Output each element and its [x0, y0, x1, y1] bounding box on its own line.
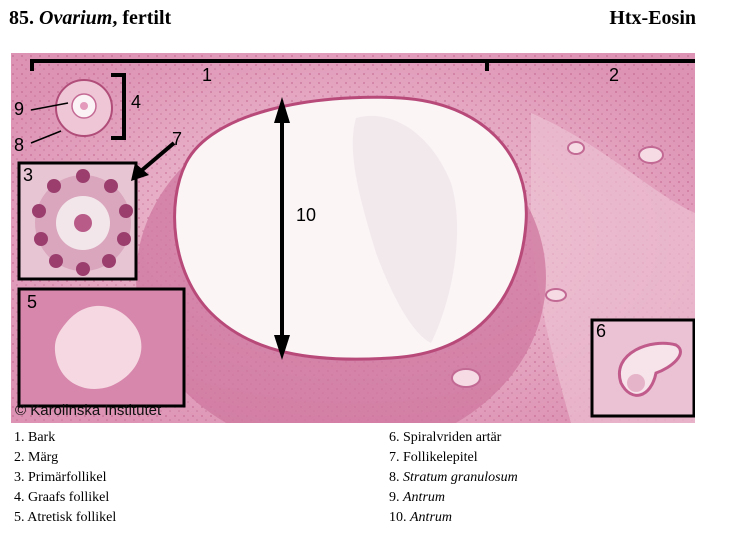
micrograph: 1 2 4 9 8 3 7 5	[11, 53, 695, 423]
arrow-10-head-top	[274, 97, 290, 123]
copyright: © Karolinska Institutet	[15, 402, 162, 419]
marker-3: 3	[23, 165, 33, 185]
legend-item: 4. Graafs follikel	[14, 490, 110, 505]
arrow-8	[30, 130, 62, 144]
oocyte-nucleus	[74, 214, 92, 232]
bracket-4	[111, 73, 126, 140]
marker-10: 10	[296, 205, 316, 225]
legend-right: 6. Spiralvriden artär 7. Follikelepitel …	[389, 428, 518, 528]
marker-9: 9	[14, 99, 24, 119]
oocyte-small	[80, 102, 88, 110]
page-title: 85. Ovarium, fertilt	[9, 7, 171, 30]
legend-item: 6. Spiralvriden artär	[389, 430, 502, 445]
marker-1: 1	[202, 65, 212, 85]
vessel	[638, 146, 664, 164]
marker-6: 6	[596, 321, 606, 341]
legend-left: 1. Bark 2. Märg 3. Primärfollikel 4. Gra…	[14, 428, 116, 528]
title-number: 85.	[9, 7, 34, 29]
arrow-7	[139, 141, 176, 173]
antrum-fold	[352, 115, 458, 343]
legend-item: 5. Atretisk follikel	[14, 510, 117, 525]
artery-lumen	[627, 374, 645, 392]
arrow-7-head	[131, 163, 149, 181]
marker-5: 5	[27, 292, 37, 312]
legend-item: 1. Bark	[14, 430, 56, 445]
stain-label: Htx-Eosin	[609, 7, 696, 29]
legend-item: 7. Follikelepitel	[389, 450, 478, 465]
marker-8: 8	[14, 135, 24, 155]
legend-item: 8. Stratum granulosum	[389, 470, 518, 485]
legend-item: 3. Primärfollikel	[14, 470, 107, 485]
antrum-cavity	[173, 95, 528, 361]
legend-item: 9. Antrum	[389, 490, 445, 505]
micrograph-illustration: 1 2 4 9 8 3 7 5	[11, 53, 695, 423]
arrow-10-head-bottom	[274, 335, 290, 360]
title-descriptor: , fertilt	[112, 7, 172, 29]
vessel	[567, 141, 585, 155]
title-specimen: Ovarium	[39, 7, 113, 29]
vessel	[545, 288, 567, 302]
legend-item: 2. Märg	[14, 450, 59, 465]
marker-2: 2	[609, 65, 619, 85]
marker-4: 4	[131, 92, 141, 112]
follicle-epithelium	[32, 169, 133, 276]
legend-item: 10. Antrum	[389, 510, 452, 525]
arrow-9	[30, 102, 69, 111]
atretic-follicle	[54, 305, 142, 389]
vessel	[451, 368, 481, 388]
marker-7: 7	[172, 129, 182, 149]
